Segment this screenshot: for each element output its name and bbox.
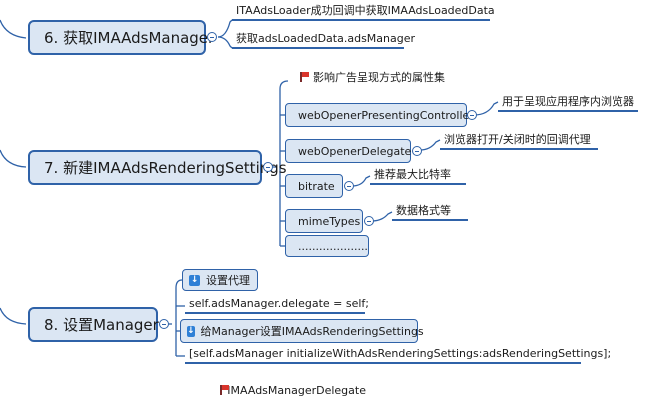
flag-icon	[300, 72, 309, 82]
delegate-code-line[interactable]: self.adsManager.delegate = self;	[185, 296, 369, 314]
presenting-controller-note[interactable]: 用于呈现应用程序内浏览器	[498, 94, 638, 112]
section-8-title: 8. 设置Manager	[44, 316, 159, 334]
opener-delegate-note[interactable]: 浏览器打开/关闭时的回调代理	[440, 132, 598, 150]
flag-icon	[220, 385, 230, 395]
mime-types-note[interactable]: 数据格式等	[392, 203, 468, 221]
bitrate-collapse-icon[interactable]	[344, 181, 354, 191]
mime-types-collapse-icon[interactable]	[364, 216, 374, 226]
section-7-collapse-icon[interactable]	[263, 162, 273, 172]
opener-delegate-node[interactable]: webOpenerDelegate	[285, 139, 411, 163]
arrow-down-icon: ↓	[187, 325, 195, 337]
opener-delegate-collapse-icon[interactable]	[412, 146, 422, 156]
section-6-node[interactable]: 6. 获取IMAAdsManager	[28, 20, 214, 55]
set-delegate-step[interactable]: ↓ 设置代理	[182, 269, 258, 291]
presenting-controller-node[interactable]: webOpenerPresentingController	[285, 103, 474, 127]
set-rendering-settings-step[interactable]: ↓ 给Manager设置IMAAdsRenderingSettings	[180, 319, 424, 343]
bottom-flag-label[interactable]: IMAAdsManagerDelegate	[216, 382, 366, 400]
mime-types-node[interactable]: mimeTypes	[285, 209, 363, 233]
bitrate-node[interactable]: bitrate	[285, 174, 343, 198]
bitrate-note[interactable]: 推荐最大比特率	[370, 167, 466, 185]
initialize-code-line[interactable]: [self.adsManager initializeWithAdsRender…	[185, 346, 611, 364]
section-6-note-2[interactable]: 获取adsLoadedData.adsManager	[232, 31, 415, 49]
section-7-node[interactable]: 7. 新建IMAAdsRenderingSettings	[28, 150, 287, 185]
section-8-node[interactable]: 8. 设置Manager	[28, 307, 159, 342]
more-properties-node[interactable]: ....................	[285, 235, 369, 257]
section-6-title: 6. 获取IMAAdsManager	[44, 29, 215, 47]
section-6-collapse-icon[interactable]	[207, 32, 217, 42]
section-8-collapse-icon[interactable]	[159, 319, 169, 329]
flag-label-rendering[interactable]: 影响广告呈现方式的属性集	[296, 69, 456, 87]
section-7-title: 7. 新建IMAAdsRenderingSettings	[44, 159, 287, 177]
arrow-down-icon: ↓	[189, 274, 200, 286]
section-6-note-1[interactable]: ITAAdsLoader成功回调中获取IMAAdsLoadedData	[232, 3, 495, 21]
presenting-controller-collapse-icon[interactable]	[467, 110, 477, 120]
